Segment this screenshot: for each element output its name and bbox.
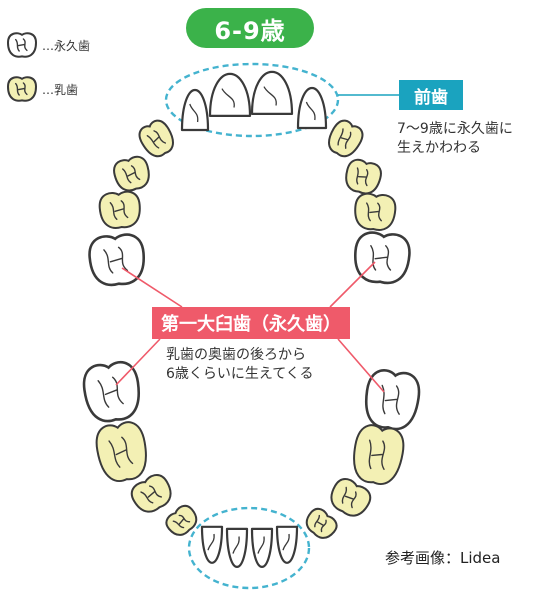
tooth-groove bbox=[356, 167, 369, 187]
front-teeth-note-line: 7〜9歳に永久歯に bbox=[397, 121, 513, 137]
age-badge: 6-9歳 bbox=[186, 8, 314, 48]
incisor-crown bbox=[250, 70, 294, 115]
tooth-groove bbox=[370, 245, 392, 271]
image-credit: 参考画像：Lidea bbox=[385, 549, 501, 567]
baby-tooth bbox=[130, 474, 172, 513]
baby-tooth bbox=[330, 478, 372, 517]
molar-leader bbox=[121, 267, 183, 308]
upper-incisor bbox=[180, 88, 210, 132]
first-molar bbox=[354, 231, 411, 285]
first-molar-name: 第一大臼歯（永久歯） bbox=[161, 314, 341, 335]
incisor-groove bbox=[189, 103, 199, 123]
baby-tooth bbox=[328, 119, 364, 158]
incisor-groove bbox=[282, 533, 290, 551]
first-molar-label: 第一大臼歯（永久歯） bbox=[152, 307, 350, 339]
first-molar bbox=[82, 360, 141, 423]
incisor-crown bbox=[225, 527, 249, 568]
lower-incisor bbox=[225, 527, 249, 568]
tooth-groove bbox=[97, 376, 124, 408]
first-molar-note: 乳歯の奥歯の後ろから 6歳くらいに生えてくる bbox=[166, 346, 314, 384]
legend-permanent-label: …永久歯 bbox=[42, 39, 91, 53]
incisor-crown bbox=[296, 86, 328, 130]
front-teeth-note: 7〜9歳に永久歯に 生えかわわる bbox=[397, 120, 513, 158]
tooth-groove bbox=[368, 439, 386, 471]
incisor-groove bbox=[305, 101, 316, 121]
tooth-groove bbox=[146, 130, 167, 149]
tooth-groove bbox=[122, 165, 141, 184]
lower-front-highlight bbox=[187, 506, 311, 590]
upper-incisor bbox=[208, 72, 252, 117]
tooth-groove bbox=[366, 202, 382, 222]
first-molar-note-line: 6歳くらいに生えてくる bbox=[166, 366, 314, 382]
tooth-groove bbox=[15, 38, 28, 52]
baby-tooth bbox=[353, 424, 405, 485]
permanent-tooth-icon bbox=[6, 32, 38, 58]
incisor-crown bbox=[250, 527, 274, 568]
baby-tooth bbox=[345, 158, 382, 195]
tooth-groove bbox=[172, 514, 191, 529]
incisor-crown bbox=[200, 525, 224, 564]
tooth-groove bbox=[381, 384, 400, 415]
molar-leader bbox=[115, 338, 161, 386]
incisor-groove bbox=[232, 536, 240, 554]
tooth-groove bbox=[314, 514, 327, 533]
tooth-groove bbox=[103, 246, 129, 274]
incisor-groove bbox=[207, 533, 215, 551]
tooth-crown bbox=[330, 478, 372, 517]
tooth-groove bbox=[337, 128, 352, 149]
lower-incisor bbox=[200, 525, 224, 564]
upper-incisor bbox=[250, 70, 294, 115]
front-teeth-label: 前歯 bbox=[399, 80, 463, 110]
baby-tooth bbox=[95, 421, 147, 482]
molar-leader bbox=[337, 338, 385, 393]
upper-front-highlight bbox=[164, 62, 340, 138]
tooth-crown bbox=[305, 507, 338, 539]
tooth-groove bbox=[341, 486, 357, 509]
tooth-groove bbox=[140, 485, 163, 504]
upper-incisor bbox=[296, 86, 328, 130]
baby-tooth bbox=[98, 190, 141, 229]
baby-tooth bbox=[354, 192, 397, 231]
tooth-groove bbox=[15, 82, 28, 96]
front-teeth-name: 前歯 bbox=[414, 87, 448, 108]
legend-baby-label: …乳歯 bbox=[42, 83, 79, 97]
incisor-groove bbox=[221, 88, 235, 108]
front-teeth-note-line: 生えかわわる bbox=[397, 140, 481, 156]
incisor-groove bbox=[257, 536, 265, 554]
tooth-crown bbox=[165, 504, 198, 536]
baby-tooth bbox=[138, 119, 174, 158]
first-molar-note-line: 乳歯の奥歯の後ろから bbox=[166, 347, 306, 363]
baby-tooth bbox=[113, 155, 150, 192]
tooth-crown bbox=[130, 474, 172, 513]
lower-incisor bbox=[250, 527, 274, 568]
baby-tooth bbox=[165, 504, 198, 536]
incisor-crown bbox=[208, 72, 252, 117]
baby-tooth-icon bbox=[6, 76, 38, 102]
incisor-crown bbox=[275, 525, 299, 564]
first-molar bbox=[88, 233, 145, 287]
tooth-groove bbox=[109, 200, 129, 221]
incisor-groove bbox=[263, 86, 277, 106]
incisor-crown bbox=[180, 88, 210, 132]
tooth-groove bbox=[108, 436, 134, 468]
tooth-crown bbox=[138, 119, 174, 158]
age-title: 6-9歳 bbox=[214, 16, 286, 45]
lower-incisor bbox=[275, 525, 299, 564]
baby-tooth bbox=[305, 507, 338, 539]
molar-leader bbox=[329, 261, 376, 308]
